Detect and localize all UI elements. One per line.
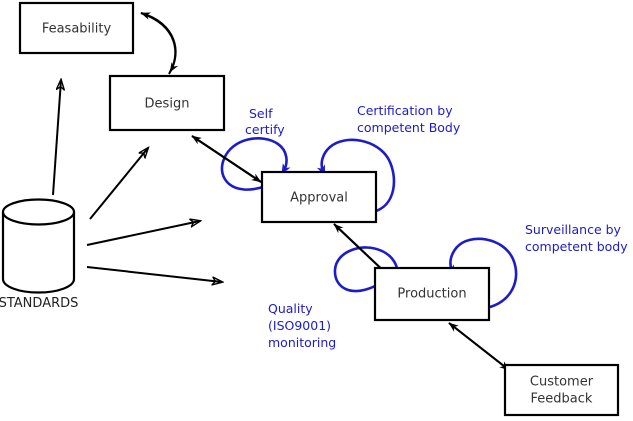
node-customer-feedback-label-line2: Feedback [531, 392, 593, 407]
node-production[interactable]: Production [373, 266, 491, 322]
annotation-quality-iso9001-monitoring: Quality (ISO9001) monitoring [268, 301, 336, 350]
data-store-standards-label: STANDARDS [0, 296, 78, 311]
annotation-self-certify: Self certify [245, 106, 285, 137]
node-customer-feedback-label-line1: Customer [530, 375, 594, 390]
loop-surveillance-by-competent-body [445, 237, 518, 310]
annotation-certification-line2: competent Body [357, 120, 461, 135]
annotation-self-certify-line1: Self [249, 106, 273, 121]
arrow-standards-to-feasability [52, 80, 61, 196]
arrow-standards-to-approval [86, 221, 200, 246]
node-customer-feedback[interactable]: Customer Feedback [503, 363, 620, 417]
arrow-feasability-to-design [140, 12, 179, 73]
data-store-standards[interactable]: STANDARDS [0, 198, 78, 312]
loop-quality-monitoring [333, 246, 403, 293]
annotation-surveillance-by-competent-body: Surveillance by competent body [525, 222, 628, 254]
arrow-standards-to-production [86, 266, 222, 282]
loop-certification-by-competent-body [316, 138, 396, 214]
node-feasability[interactable]: Feasability [18, 1, 135, 55]
loop-self-certify [220, 137, 291, 191]
arrow-production-customer-feedback [448, 322, 510, 371]
annotation-quality-line2: (ISO9001) [268, 318, 331, 333]
arrow-design-to-feasability [140, 12, 177, 75]
annotation-surveillance-line2: competent body [525, 239, 628, 254]
annotation-certification-line1: Certification by [357, 103, 453, 118]
node-design[interactable]: Design [108, 74, 226, 132]
annotation-surveillance-line1: Surveillance by [525, 222, 622, 237]
annotation-quality-line1: Quality [268, 301, 313, 316]
node-approval-label: Approval [290, 191, 348, 206]
annotation-quality-line3: monitoring [268, 335, 336, 350]
node-production-label: Production [397, 287, 466, 302]
arrow-design-approval [191, 135, 262, 183]
node-feasability-label: Feasability [42, 22, 112, 37]
annotation-self-certify-line2: certify [245, 122, 285, 137]
node-design-label: Design [145, 97, 190, 112]
annotation-certification-by-competent-body: Certification by competent Body [357, 103, 461, 135]
node-approval[interactable]: Approval [260, 170, 378, 224]
arrow-standards-to-design [89, 148, 148, 220]
